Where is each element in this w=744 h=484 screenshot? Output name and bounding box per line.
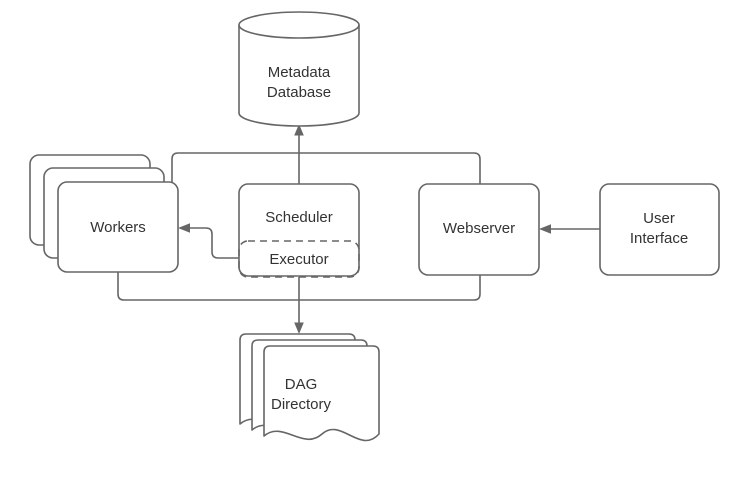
scheduler-box: [238, 183, 360, 277]
node-webserver[interactable]: Webserver: [418, 183, 540, 276]
arrow-head-left-workers: [178, 223, 190, 233]
edge-top-rail: [171, 152, 481, 272]
edge-executor-to-workers: [178, 223, 239, 259]
arrow-head-up-metadata: [294, 124, 304, 136]
metadata-database-top-ellipse: [238, 11, 360, 39]
user-interface-box: [599, 183, 720, 276]
workers-label: Workers: [90, 219, 146, 236]
top-rail-path: [171, 152, 481, 272]
arrow-head-left-webserver: [539, 224, 551, 234]
executor-box: [238, 240, 360, 278]
scheduler-label: Scheduler: [265, 209, 333, 226]
edge-rail-to-metadata-database: [294, 124, 304, 153]
node-executor[interactable]: Executor: [238, 240, 360, 278]
executor-workers-path: [189, 227, 239, 259]
dag-directory-label-line2: Directory: [271, 396, 332, 413]
metadata-database-label-line2: Database: [267, 84, 331, 101]
node-metadata-database[interactable]: Metadata Database: [238, 11, 360, 127]
node-scheduler[interactable]: Scheduler: [238, 183, 360, 277]
workers-stack-layer-front: [57, 181, 179, 273]
edge-executor-to-dag-directory: [294, 277, 304, 334]
dag-directory-doc-front: [263, 345, 380, 442]
metadata-database-label-line1: Metadata: [268, 64, 331, 81]
edge-user-interface-to-webserver: [539, 224, 600, 234]
dag-directory-label-line1: DAG: [285, 376, 318, 393]
node-dag-directory[interactable]: DAG Directory: [239, 333, 380, 442]
node-user-interface[interactable]: User Interface: [599, 183, 720, 276]
user-interface-label-line1: User: [643, 210, 675, 227]
executor-label: Executor: [269, 251, 328, 268]
webserver-box: [418, 183, 540, 276]
node-workers[interactable]: Workers: [29, 154, 179, 273]
webserver-label: Webserver: [443, 220, 515, 237]
user-interface-label-line2: Interface: [630, 230, 688, 247]
arrow-head-down-dag: [294, 322, 304, 334]
metadata-database-body: [238, 24, 360, 127]
